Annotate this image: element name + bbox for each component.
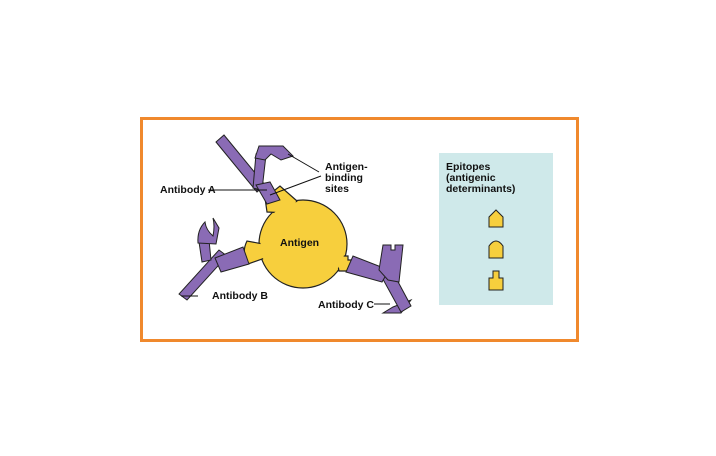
leader-lines — [181, 153, 390, 305]
antigen-label: Antigen — [280, 237, 320, 249]
antigen-binding-sites-label: Antigen- binding sites — [325, 161, 368, 195]
antibody-c — [345, 244, 413, 314]
antibody-b-label: Antibody B — [212, 290, 268, 302]
antibody-antigen-diagram — [178, 134, 413, 314]
pointed-epitope — [488, 209, 504, 228]
antibody-a-label: Antibody A — [160, 184, 216, 196]
epitope-shapes — [488, 209, 504, 291]
epitopes-panel: Epitopes (antigenic determinants) — [439, 153, 553, 305]
antibody-a — [215, 134, 294, 205]
antibody-c-label: Antibody C — [318, 299, 374, 311]
stepped-epitope — [488, 270, 504, 291]
antibody-b — [178, 217, 250, 301]
rounded-epitope — [488, 240, 504, 259]
diagram-frame: Antigen Antigen- binding sites Antibody … — [140, 117, 579, 342]
antigen — [243, 185, 353, 289]
epitopes-panel-title: Epitopes (antigenic determinants) — [446, 161, 516, 195]
